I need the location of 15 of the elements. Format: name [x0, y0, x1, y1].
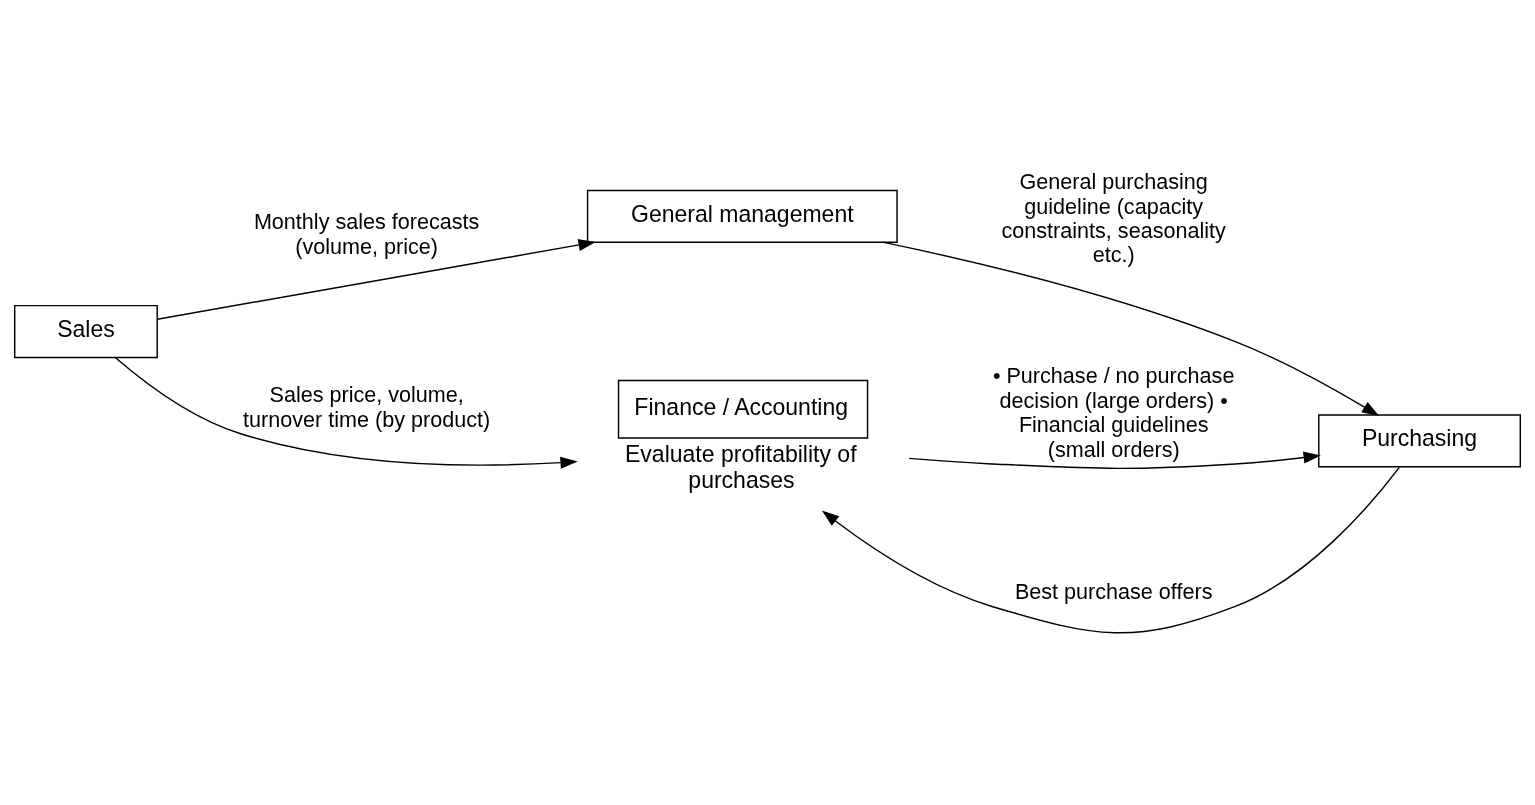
edge-label: Monthly sales forecasts (volume, price): [253, 209, 480, 259]
edge-label: • Purchase / no purchase decision (large orders) • Financial guidelines (small orders): [992, 363, 1235, 462]
arrow: [156, 239, 596, 320]
node-box: Finance / Accounting: [617, 379, 869, 439]
node-box: General management: [586, 189, 898, 243]
arrow: [114, 356, 578, 469]
arrow: [908, 451, 1321, 470]
node-label: Evaluate profitability of purchases: [625, 441, 857, 494]
edge-label: Best purchase offers: [1014, 579, 1213, 605]
arrow: [883, 241, 1380, 417]
edge-label: Sales price, volume, turnover time (by product): [243, 382, 491, 432]
edge-label: General purchasing guideline (capacity constraints, seasonality etc.): [1001, 169, 1226, 268]
node-box: Purchasing: [1318, 414, 1521, 468]
node-box: Sales: [14, 304, 158, 359]
arrow: [821, 466, 1401, 634]
